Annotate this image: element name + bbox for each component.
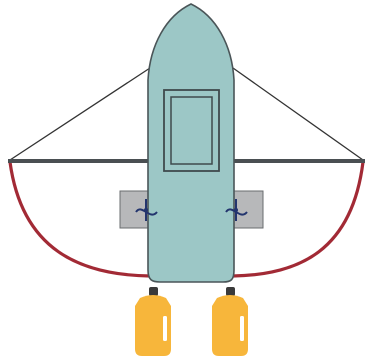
hull xyxy=(147,3,235,283)
stay-line-left xyxy=(9,67,151,161)
winch-symbol-left xyxy=(135,199,158,221)
winch-symbol-right xyxy=(225,199,248,221)
float-left xyxy=(135,287,171,356)
stay-line-right xyxy=(232,67,364,161)
float-right xyxy=(212,287,248,356)
net-curve-right xyxy=(232,161,365,278)
cabin-window-outer xyxy=(163,89,220,172)
net-curve-left xyxy=(8,161,151,278)
cabin-window-inner xyxy=(170,96,213,165)
